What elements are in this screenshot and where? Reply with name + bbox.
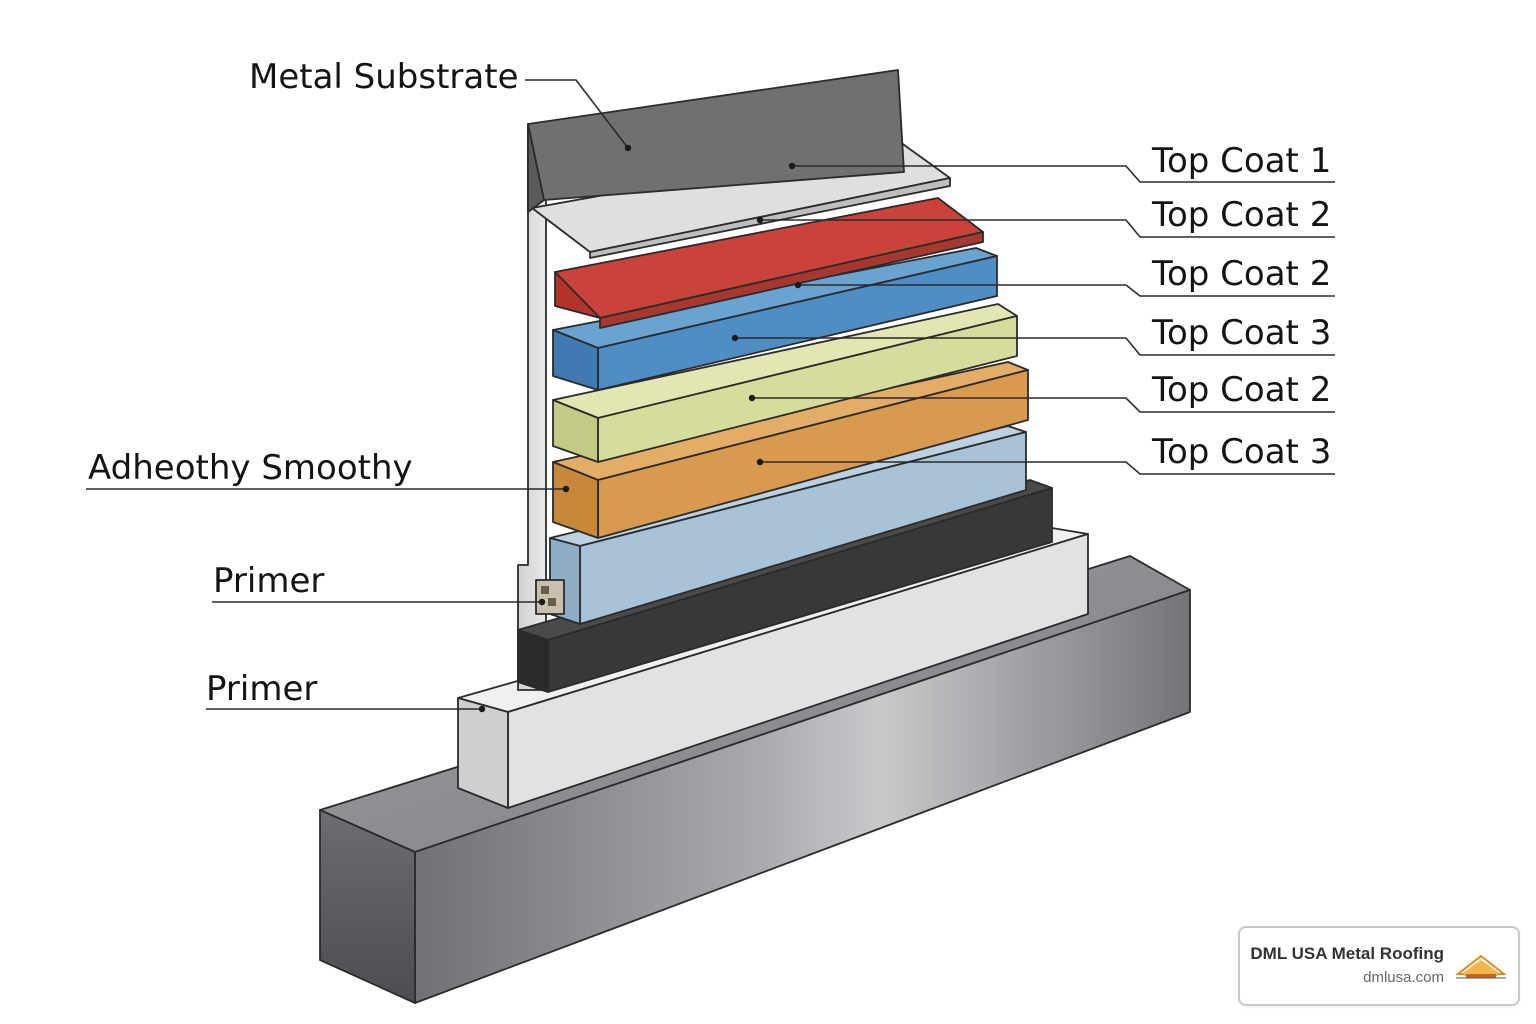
label-primer-lower: Primer <box>206 669 317 709</box>
leader-dots <box>478 144 802 713</box>
label-top-coat-3-a: Top Coat 3 <box>1151 313 1331 353</box>
red-wedge-layer <box>554 197 984 329</box>
label-primer-upper: Primer <box>213 561 324 601</box>
label-top-coat-2-c: Top Coat 2 <box>1151 370 1331 410</box>
primer-fastener <box>535 579 565 615</box>
brand-url: dmlusa.com <box>1363 969 1444 986</box>
label-top-coat-2-b: Top Coat 2 <box>1151 254 1331 294</box>
orange-layer <box>552 361 1029 539</box>
brand-name: DML USA Metal Roofing <box>1250 944 1444 963</box>
blue-layer <box>552 247 998 391</box>
label-top-coat-1: Top Coat 1 <box>1151 141 1331 181</box>
brand-watermark-card: DML USA Metal Roofing dmlusa.com <box>1238 926 1520 1006</box>
label-top-coat-2-a: Top Coat 2 <box>1151 195 1331 235</box>
label-top-coat-3-b: Top Coat 3 <box>1151 432 1331 472</box>
leader-lines <box>86 79 1335 710</box>
metal-substrate-cap <box>527 69 905 213</box>
roof-logo-icon <box>1455 954 1507 979</box>
yellow-green-layer <box>552 303 1018 463</box>
label-adhesion-layer: Adheothy Smoothy <box>88 448 413 488</box>
label-metal-substrate: Metal Substrate <box>249 57 519 97</box>
